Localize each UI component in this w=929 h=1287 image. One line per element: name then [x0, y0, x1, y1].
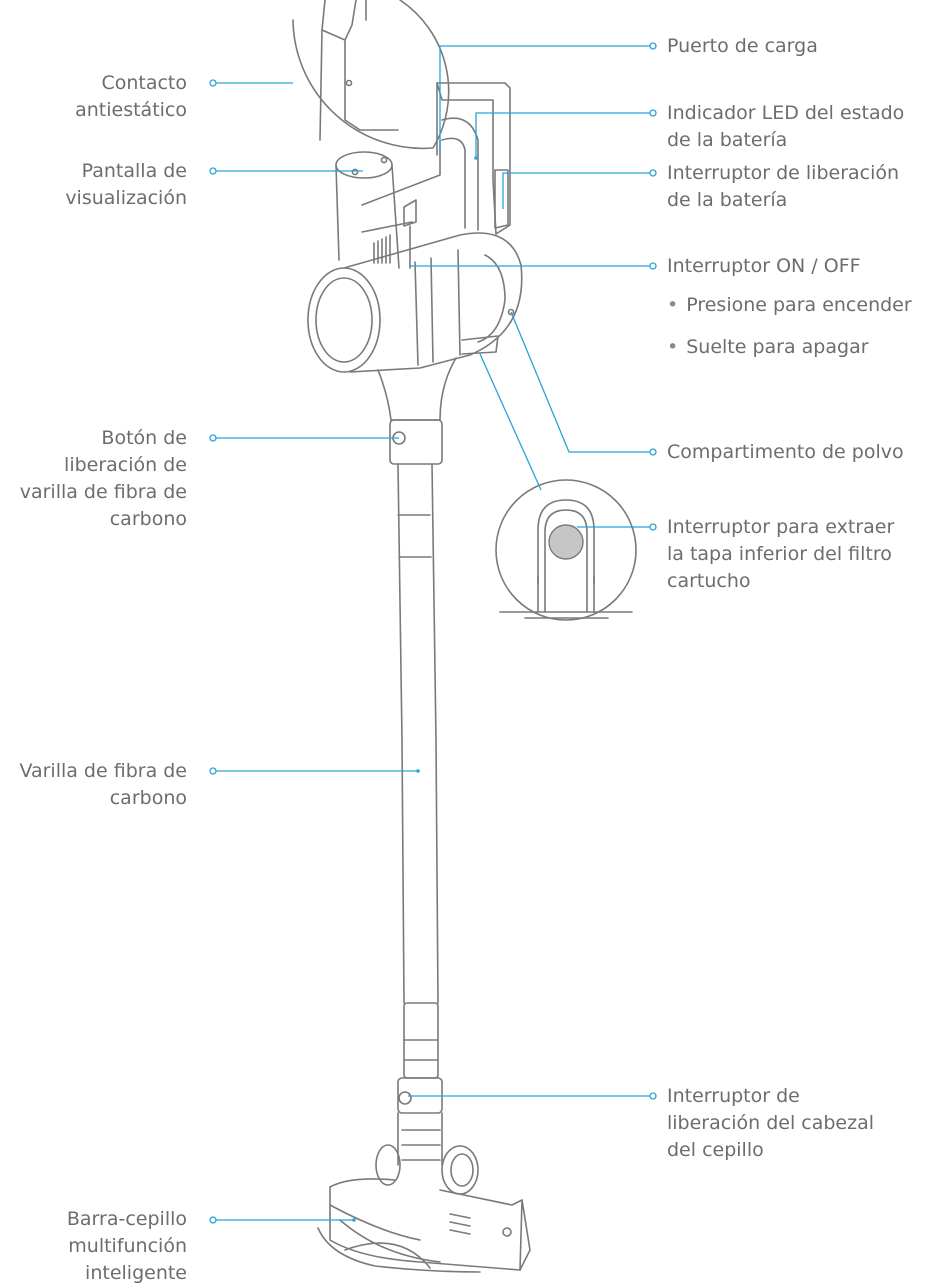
carbon-rod [397, 463, 437, 741]
motor-body [307, 232, 523, 373]
leader-compartimento [510, 311, 650, 453]
leader-endpoints [209, 42, 657, 1224]
label-varilla-fibra-carbono: Varilla de fibra de carbono [19, 760, 187, 809]
leader-liberacion [502, 172, 650, 209]
label-puerto-carga: Puerto de carga [667, 35, 818, 57]
label-interruptor-onoff: Interruptor ON / OFF [667, 255, 861, 277]
rod-collar [389, 419, 443, 465]
filter-release-button [548, 524, 584, 560]
label-pantalla-visualizacion: Pantalla de visualización [65, 160, 187, 209]
display-body [335, 151, 400, 269]
label-suelte-apagar: Suelte para apagar [667, 334, 868, 361]
lower-rod [397, 739, 443, 1166]
handle-battery [361, 82, 511, 269]
leader-targets [352, 156, 478, 1222]
label-liberacion-bateria: Interruptor de liberación de la batería [667, 162, 900, 211]
neck [377, 357, 457, 421]
leader-puerto [439, 45, 650, 150]
label-compartimento-polvo: Compartimento de polvo [667, 441, 904, 463]
label-interruptor-filtro: Interruptor para extraer la tapa inferio… [667, 516, 895, 592]
leader-lines [216, 45, 650, 1221]
label-presione-encender: Presione para encender [667, 292, 911, 319]
wheels [375, 1144, 479, 1195]
label-indicador-led: Indicador LED del estado de la batería [667, 102, 905, 151]
filter-detail-circle [495, 479, 637, 621]
label-barra-cepillo: Barra-cepillo multifunción inteligente [66, 1208, 187, 1284]
label-boton-liberacion-varilla: Botón de liberación de varilla de fibra … [19, 427, 187, 530]
brush-head [317, 1178, 531, 1273]
vacuum-drawing [292, 0, 637, 1273]
leader-indicador [475, 112, 650, 158]
antistatic-detail-circle [292, 0, 450, 150]
leader-filtro-head [479, 353, 542, 491]
label-contacto-antiestatico: Contacto antiestático [75, 72, 187, 121]
label-liberacion-cabezal: Interruptor de liberación del cabezal de… [667, 1085, 874, 1161]
